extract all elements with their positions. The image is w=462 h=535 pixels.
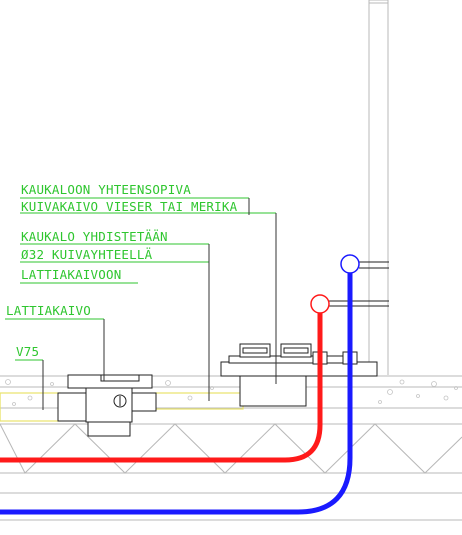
label-connect-line3: LATTIAKAIVOON bbox=[21, 267, 121, 282]
label-floor-drain: LATTIAKAIVO bbox=[6, 303, 91, 318]
label-connect-line1: KAUKALO YHDISTETÄÄN bbox=[21, 229, 168, 244]
pipe-connectors bbox=[329, 261, 389, 307]
label-dry-trap-line2: KUIVAKAIVO VIESER TAI MERIKA bbox=[21, 199, 238, 214]
label-dry-trap-line1: KAUKALOON YHTEENSOPIVA bbox=[21, 182, 191, 197]
leader-lines bbox=[5, 197, 277, 410]
label-connect-line2: Ø32 KUIVAYHTEELLÄ bbox=[21, 247, 153, 262]
cold-water-valve-icon bbox=[340, 254, 360, 274]
label-pipe-size: V75 bbox=[16, 344, 39, 359]
hot-water-valve-icon bbox=[310, 294, 330, 314]
cold-water-pipe bbox=[0, 272, 353, 515]
floor-drain bbox=[57, 374, 157, 437]
hot-water-pipe bbox=[0, 310, 323, 463]
wall-structure bbox=[368, 0, 389, 375]
dry-trap-unit bbox=[220, 343, 378, 407]
